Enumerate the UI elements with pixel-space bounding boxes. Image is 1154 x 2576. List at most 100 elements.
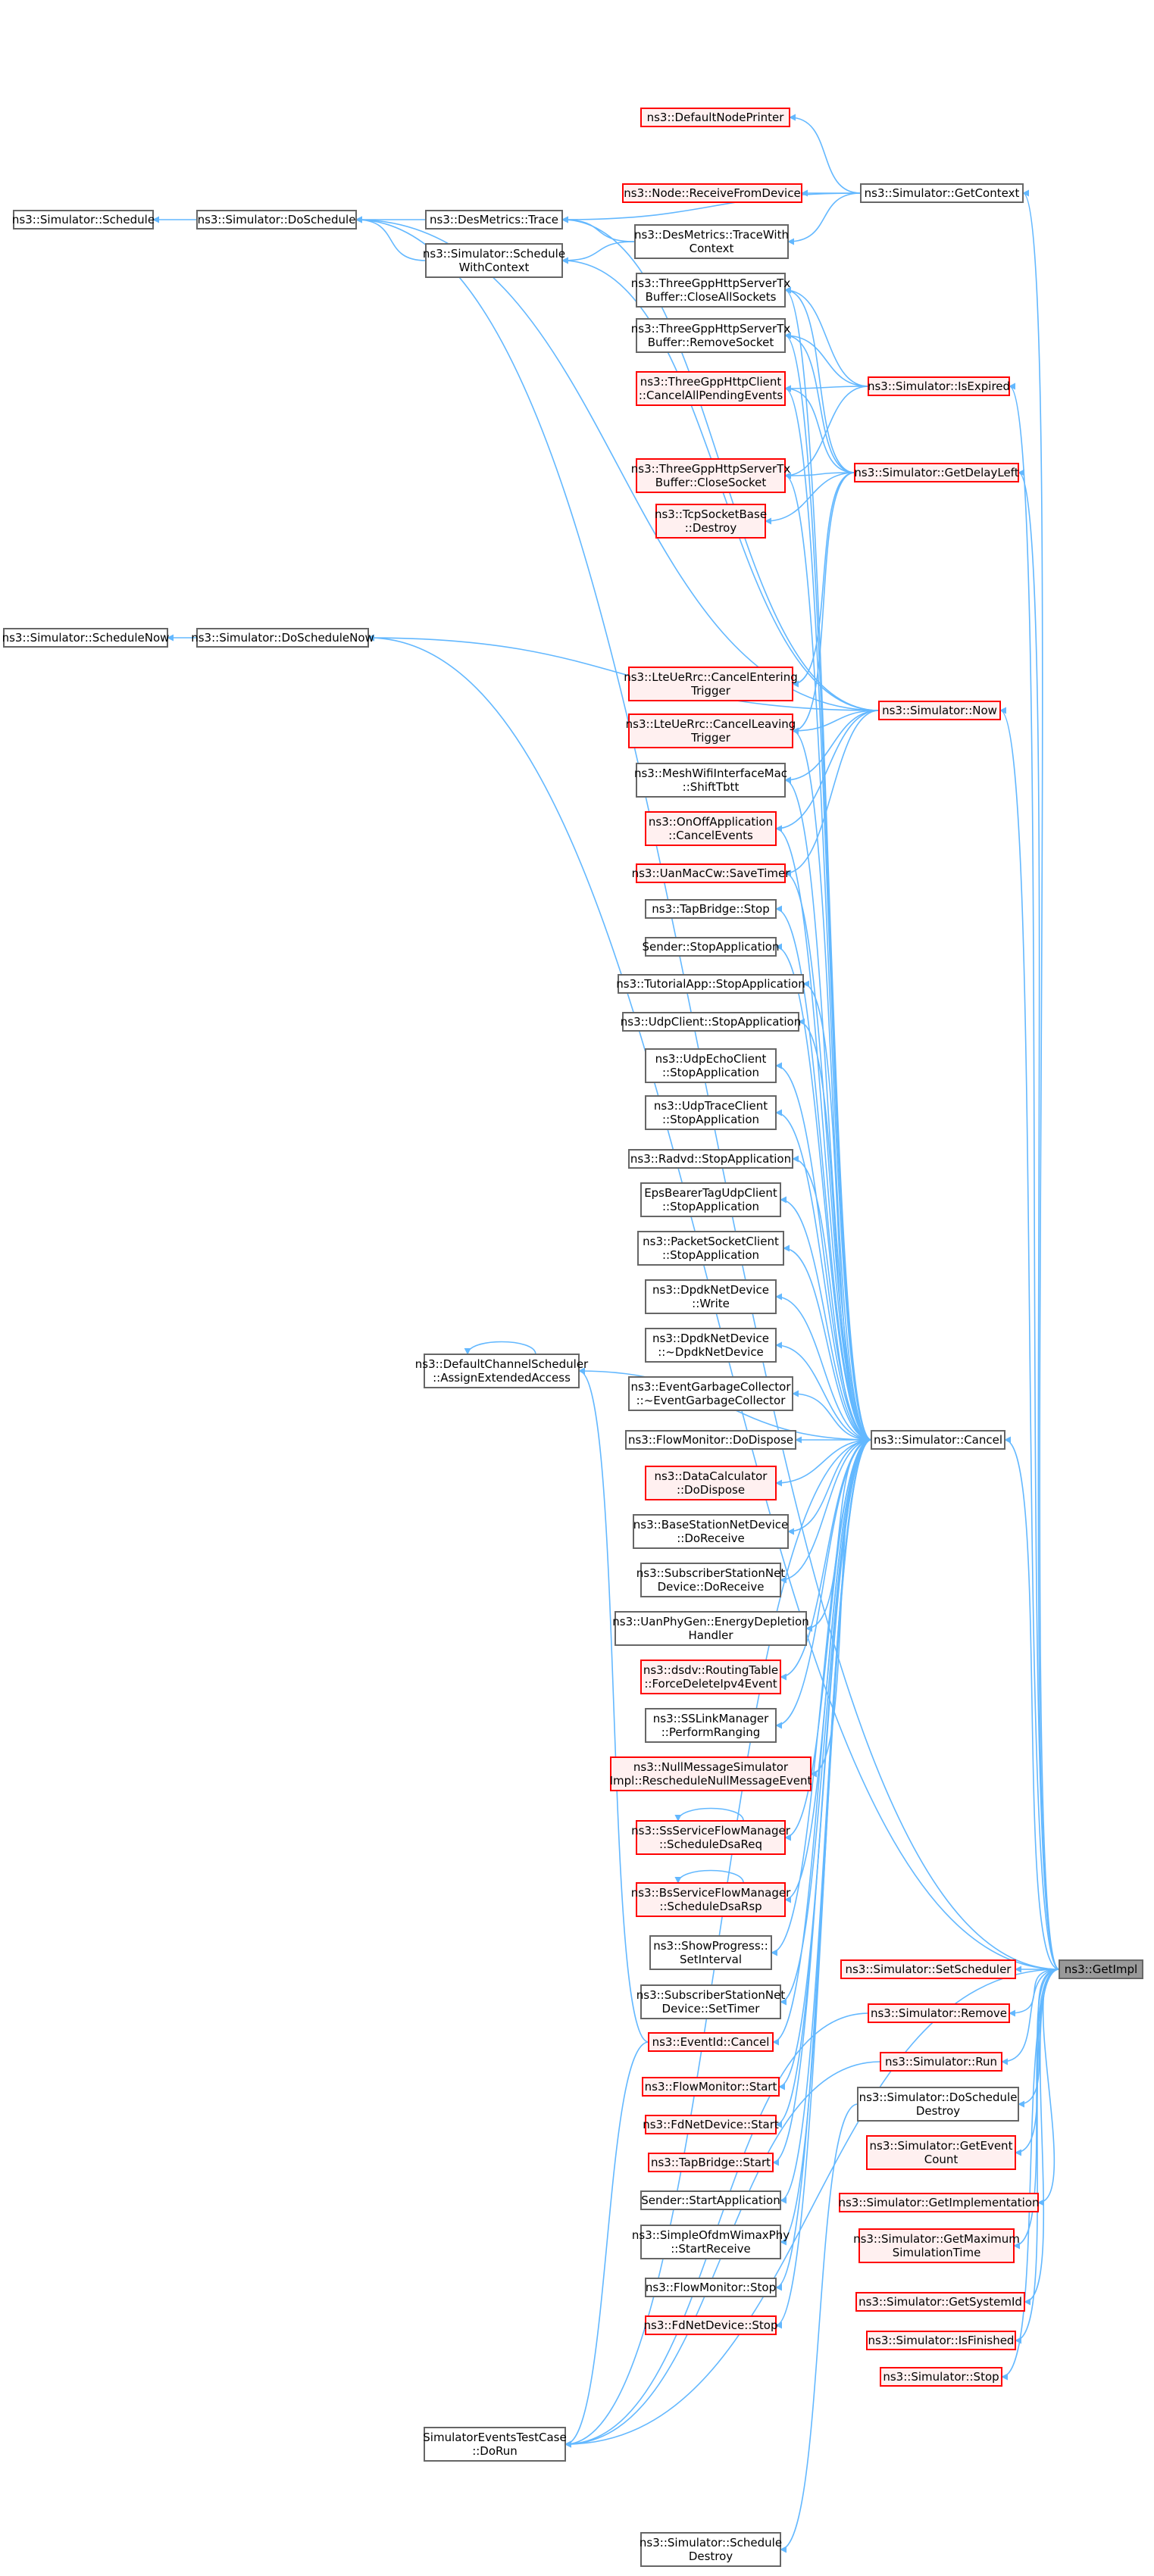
graph-node-doschedulenow[interactable]: ns3::Simulator::DoScheduleNow [191, 628, 374, 648]
graph-node-closeallsockets[interactable]: ns3::ThreeGppHttpServerTxBuffer::CloseAl… [631, 273, 791, 308]
graph-node-getimpl[interactable]: ns3::GetImpl [1059, 1959, 1143, 1979]
node-box [649, 1935, 772, 1970]
graph-node-savetimer[interactable]: ns3::UanMacCw::SaveTimer [632, 863, 791, 883]
node-box [645, 2278, 777, 2297]
graph-node-run[interactable]: ns3::Simulator::Run [880, 2052, 1002, 2072]
graph-node-shifttbtt[interactable]: ns3::MeshWifiInterfaceMac::ShiftTbtt [634, 763, 787, 798]
node-label: ns3::FlowMonitor::DoDispose [628, 1433, 793, 1447]
node-label: ns3::OnOffApplication [649, 815, 773, 829]
node-box [871, 1430, 1005, 1450]
graph-node-egcdtor[interactable]: ns3::EventGarbageCollector::~EventGarbag… [628, 1376, 793, 1411]
graph-node-eventidcancel[interactable]: ns3::EventId::Cancel [648, 2032, 774, 2052]
edge-getimpl-to-doschedule [355, 216, 1060, 1970]
node-box [618, 974, 804, 994]
graph-node-flowmonstop[interactable]: ns3::FlowMonitor::Stop [645, 2278, 777, 2297]
graph-node-getcontext[interactable]: ns3::Simulator::GetContext [860, 183, 1024, 203]
node-box [637, 1231, 784, 1266]
graph-node-radvdstop[interactable]: ns3::Radvd::StopApplication [628, 1149, 793, 1169]
graph-node-ssreceive[interactable]: ns3::SubscriberStationNetDevice::DoRecei… [636, 1563, 786, 1597]
graph-node-schedulenow[interactable]: ns3::Simulator::ScheduleNow [2, 628, 170, 648]
graph-node-schedule[interactable]: ns3::Simulator::Schedule [12, 210, 155, 229]
graph-node-closesocket[interactable]: ns3::ThreeGppHttpServerTxBuffer::CloseSo… [631, 458, 791, 493]
edge-now-to-doschedulenow [367, 634, 880, 711]
graph-node-tcpdestroy[interactable]: ns3::TcpSocketBase::Destroy [655, 504, 767, 539]
node-label: ns3::FlowMonitor::Start [645, 2080, 777, 2094]
node-label: ns3::UdpTraceClient [654, 1099, 768, 1113]
graph-node-tutorialstop[interactable]: ns3::TutorialApp::StopApplication [616, 974, 805, 994]
edge-isexpired-to-cancelallpending [784, 385, 869, 392]
graph-node-showprogress[interactable]: ns3::ShowProgress::SetInterval [649, 1935, 772, 1970]
graph-node-nullmsg[interactable]: ns3::NullMessageSimulatorImpl::Reschedul… [610, 1756, 812, 1791]
graph-node-doschedule[interactable]: ns3::Simulator::DoSchedule [196, 210, 357, 229]
graph-node-tapstop[interactable]: ns3::TapBridge::Stop [645, 899, 777, 919]
graph-node-receivefromdevice[interactable]: ns3::Node::ReceiveFromDevice [622, 183, 802, 203]
graph-node-setscheduler[interactable]: ns3::Simulator::SetScheduler [840, 1959, 1016, 1979]
graph-node-flowmonstart[interactable]: ns3::FlowMonitor::Start [642, 2077, 780, 2097]
node-label: ns3::UanMacCw::SaveTimer [632, 866, 791, 880]
graph-node-simstop[interactable]: ns3::Simulator::Stop [880, 2367, 1002, 2387]
graph-node-dpdkwrite[interactable]: ns3::DpdkNetDevice::Write [645, 1279, 777, 1314]
edge-tracewithcontext-to-schedule_wc [561, 241, 636, 264]
node-label: SimulatorEventsTestCase [423, 2431, 566, 2444]
edge-isexpired-to-closeallsockets [784, 286, 869, 387]
graph-node-getimplementation[interactable]: ns3::Simulator::GetImplementation [838, 2193, 1040, 2212]
graph-node-flowmondispose[interactable]: ns3::FlowMonitor::DoDispose [625, 1430, 796, 1450]
graph-node-dpdkdtor[interactable]: ns3::DpdkNetDevice::~DpdkNetDevice [645, 1328, 777, 1363]
graph-node-desmetrics-trace[interactable]: ns3::DesMetrics::Trace [425, 210, 563, 229]
node-box [640, 2225, 781, 2259]
graph-node-getdelayleft[interactable]: ns3::Simulator::GetDelayLeft [854, 463, 1019, 482]
node-label: ns3::Simulator::GetMaximum [853, 2232, 1020, 2246]
graph-node-testcase[interactable]: SimulatorEventsTestCase::DoRun [423, 2427, 567, 2462]
graph-node-fdstop[interactable]: ns3::FdNetDevice::Stop [644, 2315, 778, 2335]
graph-node-now[interactable]: ns3::Simulator::Now [878, 701, 1001, 720]
graph-node-removesocket[interactable]: ns3::ThreeGppHttpServerTxBuffer::RemoveS… [631, 318, 791, 353]
graph-node-sslink[interactable]: ns3::SSLinkManager::PerformRanging [645, 1708, 777, 1743]
graph-node-bsdsarsp[interactable]: ns3::BsServiceFlowManager::ScheduleDsaRs… [631, 1882, 791, 1917]
node-label: Buffer::RemoveSocket [648, 336, 774, 349]
node-box [636, 1820, 786, 1855]
graph-node-onoffcancel[interactable]: ns3::OnOffApplication::CancelEvents [645, 811, 777, 846]
graph-node-senderstart[interactable]: Sender::StartApplication [640, 2190, 781, 2210]
graph-node-udptracestop[interactable]: ns3::UdpTraceClient::StopApplication [645, 1095, 777, 1130]
graph-node-assignextended[interactable]: ns3::DefaultChannelScheduler::AssignExte… [415, 1354, 589, 1388]
graph-node-datacalcdispose[interactable]: ns3::DataCalculator::DoDispose [645, 1466, 777, 1500]
graph-node-bsreceive[interactable]: ns3::BaseStationNetDevice::DoReceive [633, 1514, 789, 1549]
graph-node-cancel[interactable]: ns3::Simulator::Cancel [871, 1430, 1005, 1450]
node-label: ::ForceDeleteIpv4Event [644, 1677, 777, 1691]
edge-cancel-to-leavingtrigger [792, 727, 872, 1441]
graph-node-sssettimer[interactable]: ns3::SubscriberStationNetDevice::SetTime… [636, 1984, 786, 2019]
node-label: ns3::SimpleOfdmWimaxPhy [632, 2228, 790, 2242]
node-box [424, 1354, 580, 1388]
graph-node-defaultnodeprinter[interactable]: ns3::DefaultNodePrinter [640, 108, 790, 127]
graph-node-senderstop[interactable]: Sender::StopApplication [643, 937, 780, 957]
node-box [645, 899, 777, 919]
node-label: Device::DoReceive [658, 1580, 765, 1594]
graph-node-cancelallpending[interactable]: ns3::ThreeGppHttpClient::CancelAllPendin… [636, 371, 786, 406]
graph-node-epsstop[interactable]: EpsBearerTagUdpClient::StopApplication [640, 1182, 781, 1217]
node-box [425, 210, 563, 229]
edge-getcontext-to-desmetrics_trace [561, 192, 862, 223]
edge-getdelayleft-to-closesocket [784, 472, 855, 479]
graph-node-isfinished[interactable]: ns3::Simulator::IsFinished [866, 2331, 1016, 2350]
graph-node-remove[interactable]: ns3::Simulator::Remove [868, 2003, 1010, 2023]
graph-node-udpechostop[interactable]: ns3::UdpEchoClient::StopApplication [645, 1048, 777, 1083]
graph-node-udpclientstop[interactable]: ns3::UdpClient::StopApplication [621, 1012, 801, 1032]
graph-node-ssdsareq[interactable]: ns3::SsServiceFlowManager::ScheduleDsaRe… [631, 1820, 791, 1855]
graph-node-tapstart[interactable]: ns3::TapBridge::Start [648, 2153, 774, 2172]
graph-node-getsystemid[interactable]: ns3::Simulator::GetSystemId [855, 2292, 1025, 2312]
graph-node-fdstart[interactable]: ns3::FdNetDevice::Start [643, 2115, 779, 2134]
graph-node-ofdmstart[interactable]: ns3::SimpleOfdmWimaxPhy::StartReceive [632, 2225, 790, 2259]
graph-node-packetsocketstop[interactable]: ns3::PacketSocketClient::StopApplication [637, 1231, 784, 1266]
graph-node-dsdvforce[interactable]: ns3::dsdv::RoutingTable::ForceDeleteIpv4… [640, 1660, 781, 1694]
graph-node-isexpired[interactable]: ns3::Simulator::IsExpired [868, 376, 1010, 396]
node-box [633, 1514, 789, 1549]
